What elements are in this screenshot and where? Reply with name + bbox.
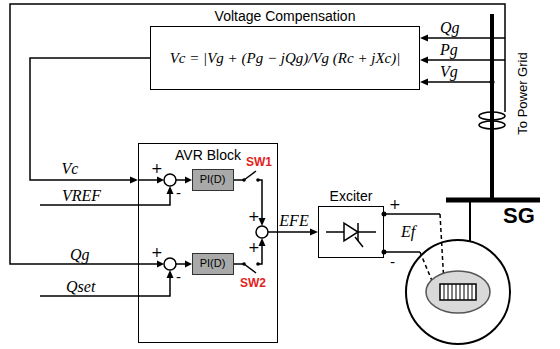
grid-label: To Power Grid [516,49,529,139]
signal-label: Vg [440,64,458,80]
rectifier-gate [355,237,363,247]
rectifier-symbol [326,231,344,233]
arrowhead [157,177,164,184]
arrowhead [420,57,428,64]
controller-label: PI(D) [200,257,226,270]
polarity-label: - [390,255,395,269]
arrowhead [167,270,174,278]
sign-label: + [248,209,260,223]
compensation-formula: Vc = |Vg + (Pg − jQg)/Vg (Rc + jXc)| [170,49,401,67]
rectifier-symbol [358,231,376,233]
sign-label: - [176,186,181,200]
signal-label: VREF [62,188,101,204]
signal-label: Qset [66,279,95,295]
switch-pivot [242,178,246,182]
block-heading: Exciter [299,188,403,204]
rotor-winding [440,284,476,300]
switch-blade [244,264,256,273]
summing-junction [164,258,176,270]
generator-label: SG [503,205,535,227]
signal-label: Pg [440,42,458,58]
switch-contact [256,178,260,182]
switch-pivot [242,262,246,266]
rotor-winding [444,284,472,300]
signal-connector [278,229,318,236]
grid-line [490,14,494,200]
vc-inner-wire [138,179,158,181]
signal-connector [30,58,150,184]
pi-input-wire [176,179,186,181]
pi-input-wire [176,263,186,265]
arrowhead [310,229,318,236]
terminal-dot [382,212,387,217]
connector-line [30,58,150,180]
feedback-wire [10,4,505,264]
qset-wire [40,278,170,296]
vref-wire [40,194,170,205]
arrowhead [420,35,428,42]
connector-line [278,231,310,233]
arrowhead [130,177,138,184]
arrowhead [167,186,174,194]
controller-box: PI(D) [192,169,234,191]
exciter-box: Exciter [318,206,384,258]
generator-rotor [426,271,490,313]
switch-blade [244,171,256,180]
block-heading: Voltage Compensation [131,8,439,24]
generator-lead [469,200,471,241]
summing-junction [164,174,176,186]
signal-label: Qg [440,20,460,36]
field-wire [384,251,420,253]
switch-contact [256,262,260,266]
vg-wire [428,81,492,83]
signal-label: EFE [279,213,308,229]
sign-label: + [151,161,163,175]
junction-dot [490,80,495,85]
signal-label: Ef [401,224,415,240]
bus-bar [446,198,540,203]
generator-stator [406,240,510,344]
controller-box: PI(D) [192,253,234,275]
sign-label: + [248,240,260,254]
sign-label: - [176,270,181,284]
polarity-label: + [389,197,401,211]
arrowhead [157,261,164,268]
field-wire [384,213,440,215]
controller-label: PI(D) [200,173,226,186]
switch-label: SW1 [246,156,272,168]
sign-label: + [151,245,163,259]
arrowhead [420,79,428,86]
switch-label: SW2 [240,277,266,289]
sum-output-wire [268,231,278,233]
signal-label: Qg [70,247,90,263]
terminal-dot [382,250,387,255]
compensation-block: Voltage CompensationVc = |Vg + (Pg − jQg… [150,26,420,90]
signal-label: Vc [62,161,79,177]
summing-junction [256,226,268,238]
